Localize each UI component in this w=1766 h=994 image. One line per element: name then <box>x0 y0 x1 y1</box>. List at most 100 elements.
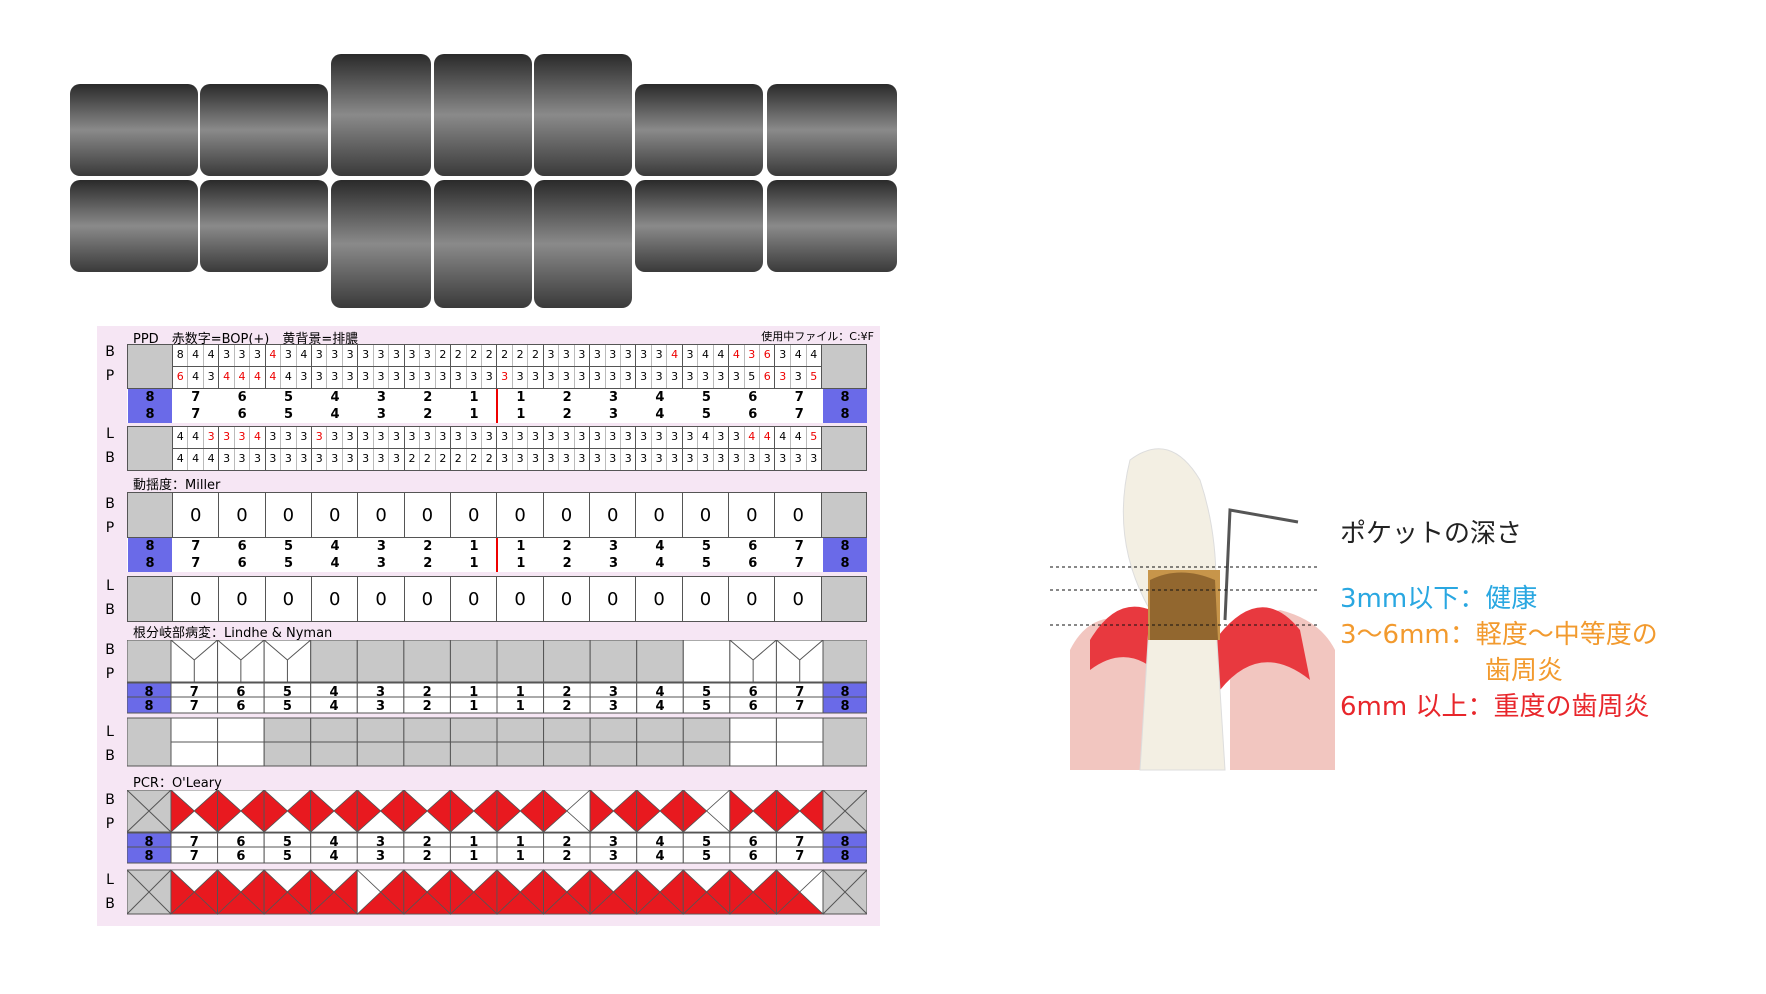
furcation-cell[interactable] <box>589 717 638 743</box>
furcation-cell[interactable] <box>543 640 591 683</box>
mobility-cell[interactable]: 0 <box>403 492 452 538</box>
pcr-surface[interactable] <box>310 869 335 915</box>
mobility-cell[interactable]: 0 <box>635 576 683 622</box>
pcr-surface[interactable] <box>450 869 475 915</box>
furcation-cell[interactable] <box>589 640 638 683</box>
furcation-cell[interactable] <box>263 741 312 767</box>
pcr-surface[interactable] <box>217 869 242 915</box>
pcr-surface[interactable] <box>170 790 195 833</box>
pcr-surface[interactable] <box>496 790 521 833</box>
furcation-cell[interactable] <box>310 741 358 767</box>
mobility-cell[interactable]: 0 <box>171 492 220 538</box>
pcr-surface[interactable] <box>682 869 708 915</box>
furcation-cell[interactable] <box>449 640 498 683</box>
mobility-cell[interactable]: 0 <box>311 576 359 622</box>
pcr-surface[interactable] <box>729 790 754 833</box>
mobility-cell[interactable]: 0 <box>589 576 637 622</box>
mobility-cell[interactable]: 0 <box>728 576 776 622</box>
furcation-end[interactable] <box>127 640 172 683</box>
furcation-end[interactable] <box>822 717 867 767</box>
pcr-surface[interactable] <box>776 869 801 915</box>
mobility-cell[interactable]: 0 <box>496 576 544 622</box>
mobility-cell[interactable]: 0 <box>542 576 591 622</box>
furcation-cell[interactable] <box>496 717 545 743</box>
furcation-cell[interactable] <box>775 717 824 743</box>
furcation-cell[interactable] <box>682 640 731 683</box>
furcation-cell[interactable] <box>449 741 498 767</box>
pcr-surface[interactable] <box>310 790 335 833</box>
furcation-cell[interactable] <box>170 717 219 743</box>
furcation-cell[interactable] <box>403 741 451 767</box>
mobility-cell[interactable]: 0 <box>728 492 776 538</box>
pcr-surface[interactable] <box>636 869 661 915</box>
mobility-cell[interactable]: 0 <box>311 492 359 538</box>
furcation-end[interactable] <box>127 717 172 767</box>
pcr-surface[interactable] <box>636 790 661 833</box>
furcation-cell[interactable] <box>217 741 265 767</box>
furcation-cell[interactable] <box>543 717 591 743</box>
pcr-surface[interactable] <box>170 869 195 915</box>
mobility-cell[interactable]: 0 <box>589 492 637 538</box>
furcation-cell[interactable] <box>356 741 405 767</box>
pcr-number-cell[interactable] <box>822 846 867 864</box>
furcation-cell[interactable] <box>263 717 312 743</box>
furcation-cell[interactable] <box>636 717 684 743</box>
mobility-cell[interactable]: 0 <box>774 492 822 538</box>
pcr-surface[interactable] <box>543 869 568 915</box>
furcation-cell[interactable] <box>496 640 545 683</box>
pcr-surface[interactable] <box>356 790 382 833</box>
furcation-cell[interactable] <box>356 640 405 683</box>
pcr-surface[interactable] <box>589 790 615 833</box>
mobility-cell[interactable]: 0 <box>542 492 591 538</box>
pcr-surface[interactable] <box>217 790 242 833</box>
mobility-cell[interactable]: 0 <box>403 576 452 622</box>
furcation-cell[interactable] <box>636 640 684 683</box>
mobility-cell[interactable]: 0 <box>496 492 544 538</box>
mobility-cell[interactable]: 0 <box>774 576 822 622</box>
mobility-cell[interactable]: 0 <box>450 492 498 538</box>
furcation-end[interactable] <box>822 640 867 683</box>
furcation-number-cell[interactable] <box>822 696 867 714</box>
mobility-cell[interactable]: 0 <box>635 492 683 538</box>
furcation-cell[interactable] <box>310 640 358 683</box>
furcation-cell[interactable] <box>496 741 545 767</box>
furcation-cell[interactable] <box>310 717 358 743</box>
mobility-cell[interactable]: 0 <box>681 492 730 538</box>
